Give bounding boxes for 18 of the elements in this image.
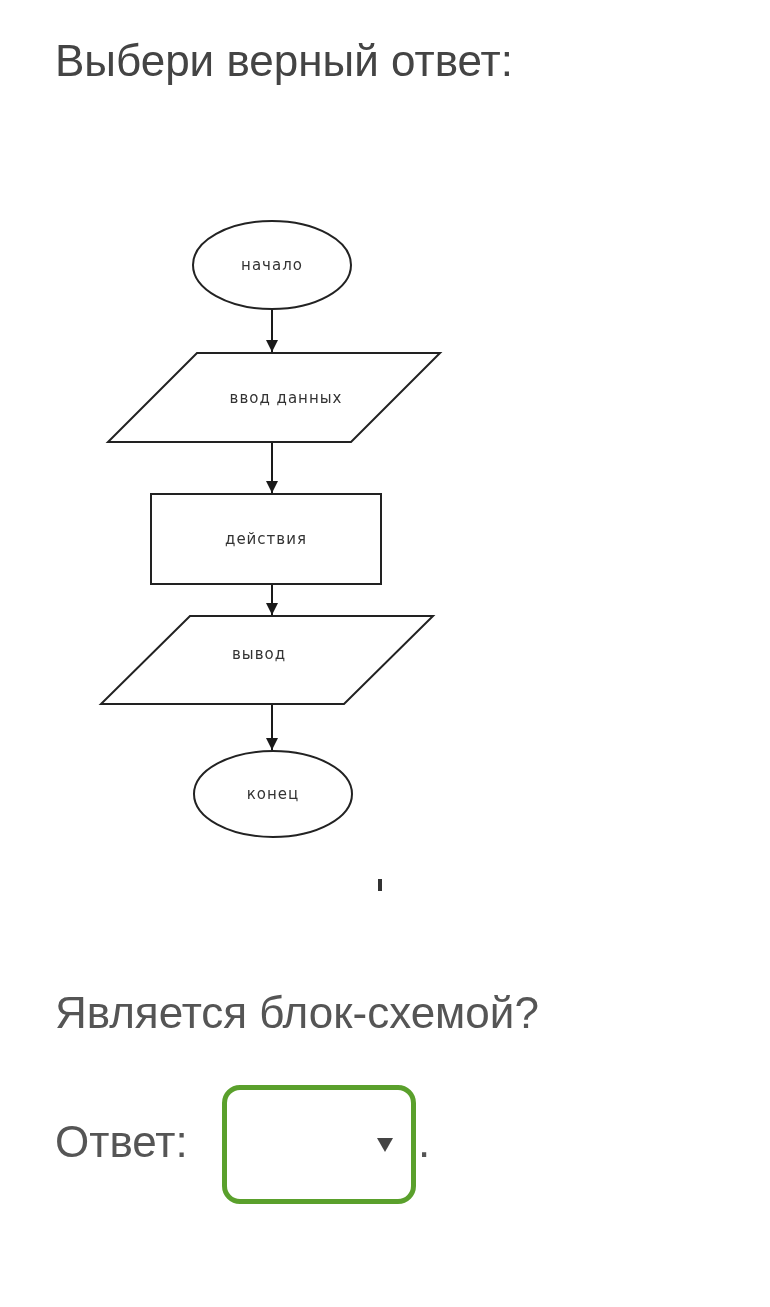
arrow	[266, 309, 278, 353]
input-parallelogram	[107, 352, 441, 443]
end-ellipse	[193, 750, 353, 838]
arrow	[266, 442, 278, 494]
node-label: конец	[245, 785, 301, 803]
start-ellipse	[192, 220, 352, 310]
arrow	[266, 584, 278, 616]
output-parallelogram	[100, 615, 434, 705]
answer-label: Ответ:	[55, 1117, 188, 1167]
period-text: .	[418, 1117, 431, 1167]
node-label: вывод	[230, 645, 288, 663]
node-label: начало	[240, 256, 304, 274]
process-box	[150, 493, 382, 585]
arrow	[266, 704, 278, 751]
question-text: Является блок-схемой?	[55, 988, 539, 1038]
node-label: действия	[224, 530, 308, 548]
node-label: ввод данных	[228, 388, 344, 407]
question-title: Выбери верный ответ:	[55, 36, 513, 86]
